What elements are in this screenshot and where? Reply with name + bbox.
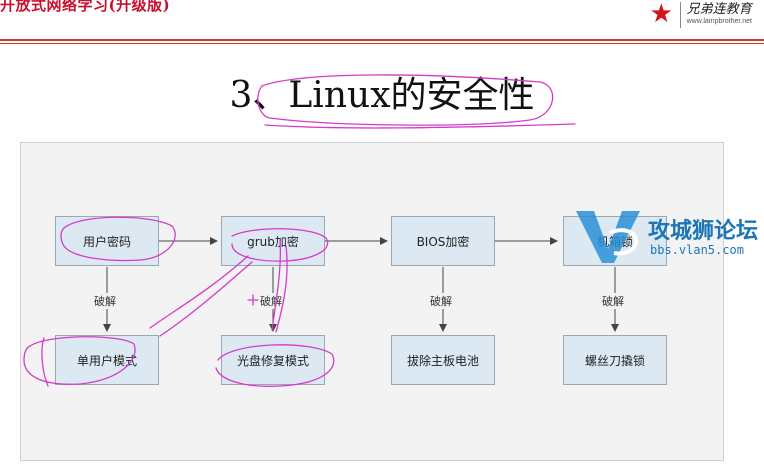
forum-watermark: 攻城狮论坛 bbs.vlan5.com — [570, 205, 764, 270]
node-remove-battery: 拔除主板电池 — [391, 335, 495, 385]
brand-logo: ★ 兄弟连教育 www.lampbrother.net — [649, 0, 752, 29]
node-bios-encryption: BIOS加密 — [391, 216, 495, 266]
watermark-url: bbs.vlan5.com — [650, 243, 744, 257]
brand-divider — [679, 2, 681, 28]
header-rule-bottom — [0, 43, 764, 44]
node-user-password: 用户密码 — [55, 216, 159, 266]
header-top-left-text: 开放式网络学习(升级版) — [0, 0, 171, 14]
brand-name: 兄弟连教育 — [686, 2, 752, 17]
star-icon: ★ — [649, 0, 673, 29]
brand-text: 兄弟连教育 www.lampbrother.net — [687, 2, 752, 26]
node-screwdriver-lock: 螺丝刀撬锁 — [563, 335, 667, 385]
slide-header: 开放式网络学习(升级版) ★ 兄弟连教育 www.lampbrother.net — [0, 0, 764, 44]
watermark-title: 攻城狮论坛 — [648, 219, 759, 244]
node-grub-encryption: grub加密 — [221, 216, 325, 266]
edge-label-crack-3: 破解 — [428, 293, 454, 309]
header-rule-top — [0, 39, 764, 41]
brand-url: www.lampbrother.net — [686, 18, 752, 25]
slide-title: 3、Linux的安全性 — [229, 75, 535, 116]
security-diagram: 用户密码 grub加密 BIOS加密 机箱锁 破解 破解 破解 破解 单用户模式… — [20, 142, 724, 461]
edge-label-crack-2: 破解 — [258, 293, 284, 309]
title-underline-scribble — [264, 123, 576, 129]
node-single-user-mode: 单用户模式 — [55, 335, 159, 385]
v-logo-icon — [576, 211, 640, 263]
edge-label-crack-4: 破解 — [600, 293, 626, 309]
node-cd-rescue-mode: 光盘修复模式 — [221, 335, 325, 385]
edge-label-crack-1: 破解 — [92, 293, 118, 309]
